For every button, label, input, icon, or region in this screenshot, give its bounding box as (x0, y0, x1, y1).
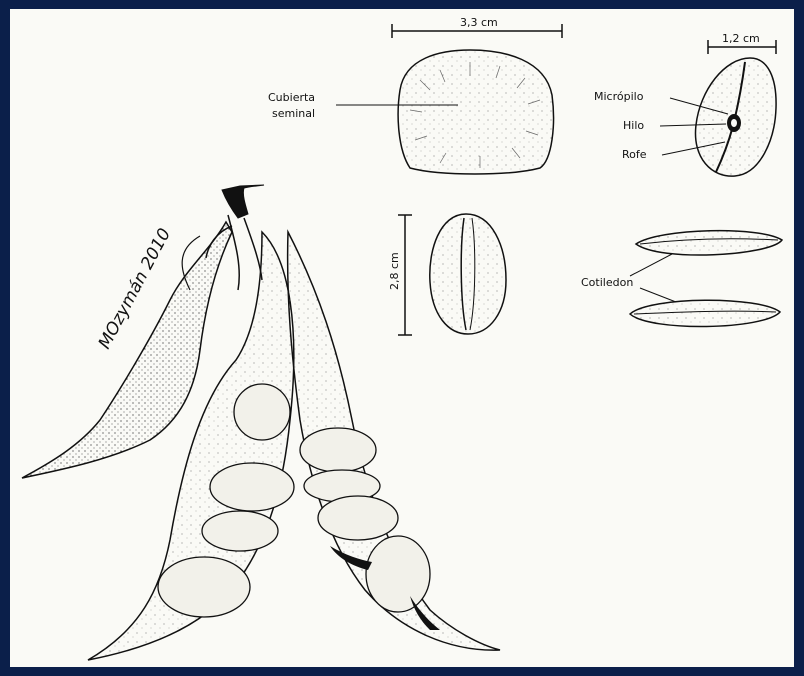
seed-in-pod (158, 557, 250, 617)
micropyle-label: Micrópilo (594, 90, 644, 103)
hilum-label: Hilo (623, 119, 644, 132)
seed-in-pod (202, 511, 278, 551)
seed-side-view: 2,8 cm (388, 214, 506, 335)
raphe-label: Rofe (622, 148, 647, 161)
seed-in-pod (210, 463, 294, 511)
width-dimension-label: 3,3 cm (460, 16, 498, 29)
seed-in-pod (300, 428, 376, 472)
seed-in-pod (366, 536, 430, 612)
height-dimension-label: 2,8 cm (388, 252, 401, 290)
side-dimension-label: 1,2 cm (722, 32, 760, 45)
seed-in-pod (234, 384, 290, 440)
cotyledon-label: Cotiledon (581, 276, 633, 289)
testa-label-line2: seminal (272, 107, 315, 120)
seed-in-pod (318, 496, 398, 540)
testa-label-line1: Cubierta (268, 91, 315, 104)
